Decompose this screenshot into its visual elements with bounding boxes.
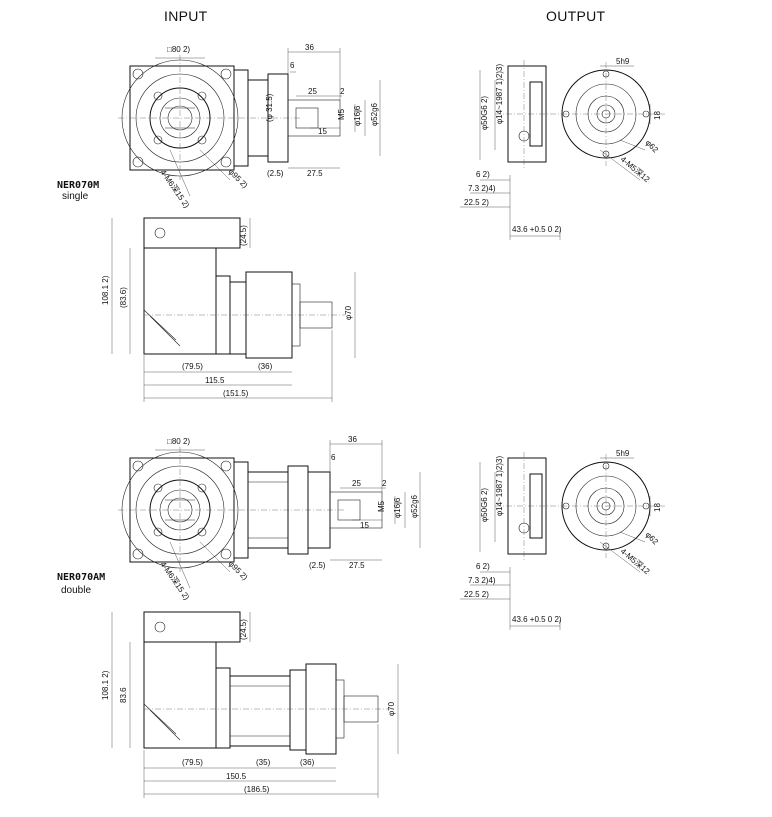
dim-7-3-double: 7.3 2)4) [468, 576, 496, 585]
input-side-view-double: 108.1 2) 83.6 (24.5) φ70 (79.5) (35) (36… [101, 611, 399, 798]
dim-height-108-1: 108.1 2) [101, 275, 110, 305]
dim-36-side-double: (36) [300, 758, 315, 767]
input-front-view-double: □80 2) 36 6 25 2 M5 φ16j6 φ52g6 15 (2.5)… [118, 435, 421, 602]
dim-phi-95-double: φ95 2) [227, 559, 250, 582]
dim-phi-95: φ95 2) [227, 167, 250, 190]
output-header: OUTPUT [546, 8, 606, 24]
dim-35: (35) [256, 758, 271, 767]
dim-flange-square-double: □80 2) [167, 437, 190, 446]
input-side-view-single: 108.1 2) (83.6) (24.5) φ70 (79.5) (36) 1… [101, 217, 356, 402]
dim-phi-62-double: φ62 [644, 530, 661, 547]
dim-79-5-double: (79.5) [182, 758, 203, 767]
dim-phi-50g6: φ50G6 2) [480, 96, 489, 130]
dim-6-out: 6 2) [476, 170, 490, 179]
dim-6-double: 6 [331, 453, 336, 462]
dim-height-83-6-double: 83.6 [119, 687, 128, 703]
dim-22-5: 22.5 2) [464, 198, 489, 207]
dim-phi-70-double: φ70 [387, 701, 396, 716]
dim-6: 6 [290, 61, 295, 70]
dim-43-6: 43.6 +0.5 0 2) [512, 225, 562, 234]
dim-phi-70: φ70 [344, 305, 353, 320]
model-variant-double: double [61, 585, 92, 596]
dim-18: 18 [653, 111, 662, 120]
dim-phi-16j6: φ16j6 [353, 105, 362, 126]
dim-24-5-double: (24.5) [239, 619, 248, 640]
dim-5h9-double: 5h9 [616, 449, 630, 458]
dim-phi-50g6-double: φ50G6 2) [480, 488, 489, 522]
dim-43-6-double: 43.6 +0.5 0 2) [512, 615, 562, 624]
dim-25-double: 25 [352, 479, 361, 488]
model-name-single: NER070M [57, 180, 100, 191]
dim-m5-double: M5 [377, 500, 386, 512]
dim-36-double: 36 [348, 435, 357, 444]
dim-25: 25 [308, 87, 317, 96]
dim-150-5: 150.5 [226, 772, 247, 781]
dim-24-5: (24.5) [239, 225, 248, 246]
input-front-view-single: □80 2) 36 6 25 2 (φ 31.5) M5 φ16j6 φ52g6… [118, 43, 381, 210]
dim-15-double: 15 [360, 521, 369, 530]
dim-2: 2 [340, 87, 345, 96]
dim-2-double: 2 [382, 479, 387, 488]
dim-m5: M5 [337, 108, 346, 120]
dim-151-5: (151.5) [223, 389, 249, 398]
dim-22-5-double: 22.5 2) [464, 590, 489, 599]
dim-phi-31-5: (φ 31.5) [265, 93, 274, 122]
dim-6-out-double: 6 2) [476, 562, 490, 571]
input-header: INPUT [164, 8, 208, 24]
dim-height-108-1-double: 108.1 2) [101, 670, 110, 700]
model-variant-single: single [62, 191, 89, 202]
dim-27-5-double: 27.5 [349, 561, 365, 570]
dim-phi-52g6-double: φ52g6 [410, 494, 419, 518]
dim-phi-52g6: φ52g6 [370, 102, 379, 126]
dim-4-m6: 4-M6深15 2) [158, 168, 191, 210]
dim-height-83-6: (83.6) [119, 287, 128, 308]
output-view-single: φ14~1987 1)2)3) φ50G6 2) 5h9 18 φ62 4-M5… [460, 57, 665, 240]
dim-flange-square: □80 2) [167, 45, 190, 54]
dim-79-5: (79.5) [182, 362, 203, 371]
dim-15: 15 [318, 127, 327, 136]
model-name-double: NER070AM [57, 572, 106, 583]
dim-186-5: (186.5) [244, 785, 270, 794]
dim-2-5-double: (2.5) [309, 561, 326, 570]
dim-115-5: 115.5 [205, 376, 225, 385]
dim-18-double: 18 [653, 503, 662, 512]
dim-36: 36 [305, 43, 314, 52]
output-view-double: φ14~1987 1)2)3) φ50G6 2) 5h9 18 φ62 4-M5… [460, 449, 665, 630]
dim-phi-62: φ62 [644, 138, 661, 155]
dim-4-m5: 4-M5深12 [619, 155, 652, 185]
dim-4-m6-double: 4-M6深15 2) [158, 560, 191, 602]
dim-4-m5-double: 4-M5深12 [619, 547, 652, 577]
dim-7-3: 7.3 2)4) [468, 184, 496, 193]
dim-27-5: 27.5 [307, 169, 323, 178]
dim-2-5: (2.5) [267, 169, 284, 178]
dim-phi-14: φ14~1987 1)2)3) [495, 64, 504, 124]
dim-36-side: (36) [258, 362, 273, 371]
dim-5h9: 5h9 [616, 57, 630, 66]
dim-phi-14-double: φ14~1987 1)2)3) [495, 456, 504, 516]
dim-phi-16j6-double: φ16j6 [393, 497, 402, 518]
